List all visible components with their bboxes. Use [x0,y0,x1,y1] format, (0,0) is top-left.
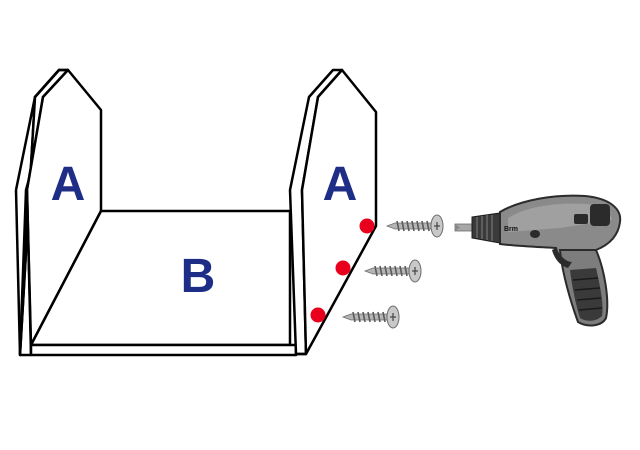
screw-icon [386,214,444,238]
red-dot-icon [335,260,351,276]
red-dot-icon [359,218,375,234]
right-side-board [288,68,378,356]
red-dot-icon [310,307,326,323]
screw-icon [364,259,422,283]
drill-brand-label: Brm [504,226,518,233]
label-right-board-a: A [323,158,358,211]
screw-hole-markers [310,218,375,323]
label-bottom-board-b: B [181,250,216,303]
label-left-board-a: A [51,158,86,211]
screw-icon [342,305,400,329]
cordless-screwdriver-icon: Brm [454,194,622,327]
